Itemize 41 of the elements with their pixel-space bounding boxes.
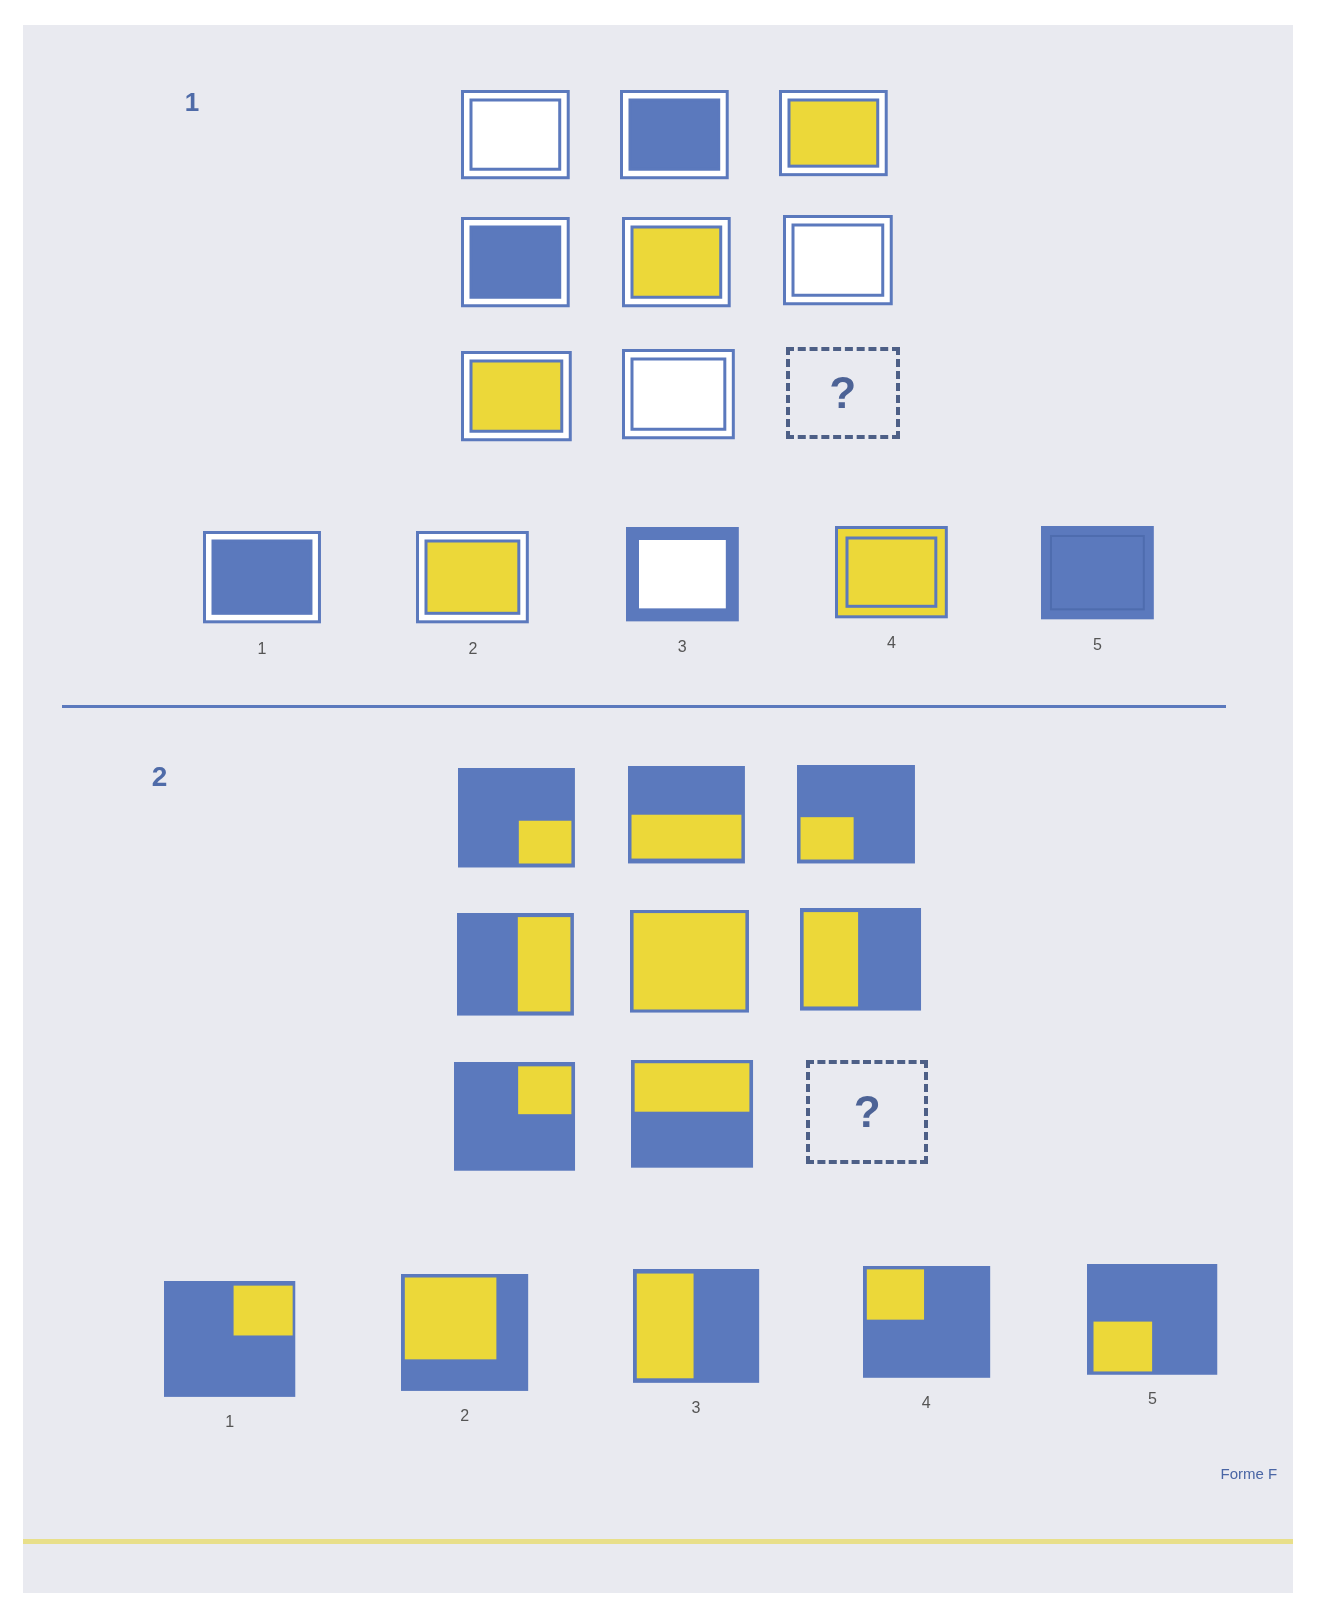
- option-number: 3: [676, 637, 688, 656]
- pattern-square: [457, 912, 575, 1016]
- footer-text: Forme F: [1220, 1464, 1278, 1482]
- pattern-square: [800, 907, 922, 1011]
- pattern-square: [782, 215, 893, 306]
- pattern-square: [796, 765, 915, 864]
- pattern-square: [630, 1059, 753, 1168]
- pattern-square: [834, 526, 948, 619]
- option-number: 5: [1146, 1390, 1158, 1409]
- pattern-square: [632, 1268, 759, 1383]
- option-number: 2: [459, 1406, 471, 1425]
- pattern-square: [460, 217, 570, 308]
- answer-box: ?: [785, 346, 900, 439]
- pattern-square: [164, 1281, 296, 1397]
- pattern-square: [416, 531, 530, 624]
- pattern-square: [460, 90, 570, 180]
- section-number: 1: [184, 87, 200, 119]
- pattern-square: [625, 527, 739, 622]
- pattern-square: [203, 531, 322, 624]
- pattern-square: [778, 90, 888, 177]
- option-number: 3: [690, 1398, 702, 1417]
- option-number: 5: [1092, 635, 1103, 654]
- pattern-square: [619, 90, 729, 180]
- pattern-square: [460, 350, 572, 442]
- option-number: 4: [885, 634, 897, 653]
- pattern-square: [629, 909, 749, 1013]
- pattern-square: [1087, 1263, 1218, 1375]
- pattern-square: [627, 766, 745, 864]
- pattern-square: [621, 348, 735, 439]
- pattern-square: [1041, 526, 1154, 620]
- option-number: 4: [920, 1393, 932, 1412]
- option-number: 2: [467, 639, 479, 658]
- pattern-square: [862, 1265, 990, 1378]
- pattern-square: [621, 217, 731, 308]
- option-number: 1: [224, 1413, 236, 1431]
- answer-box: ?: [806, 1059, 929, 1165]
- option-number: 1: [256, 639, 268, 658]
- pattern-square: [401, 1273, 529, 1391]
- pattern-square: [454, 1061, 576, 1171]
- pattern-square: [458, 768, 576, 868]
- section-number: 2: [151, 761, 168, 794]
